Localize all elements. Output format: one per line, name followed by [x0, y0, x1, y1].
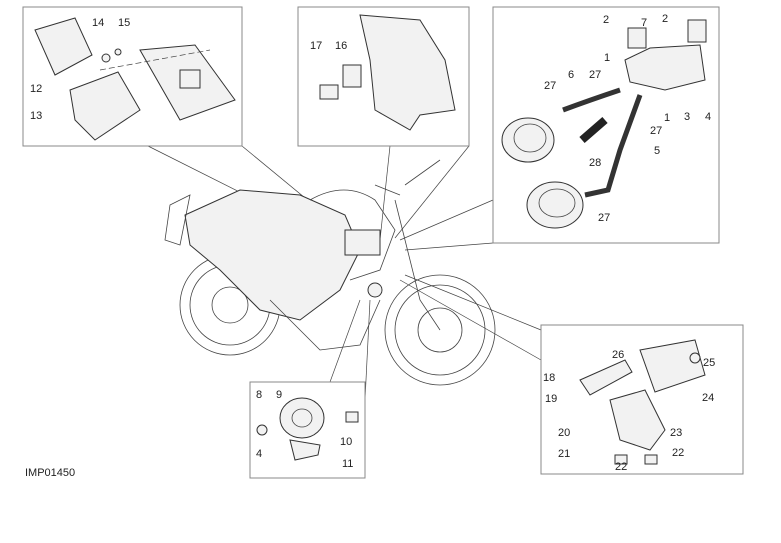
part-label: 1 — [664, 112, 670, 124]
part-label: 11 — [342, 458, 353, 470]
part-label: 22 — [615, 461, 627, 473]
part-label: 22 — [672, 447, 684, 459]
part-label: 25 — [703, 357, 715, 369]
part-label: 2 — [662, 13, 668, 25]
hose-panel — [492, 6, 720, 244]
part-label: 4 — [705, 111, 711, 123]
part-label: 23 — [670, 427, 682, 439]
part-label: 19 — [545, 393, 557, 405]
part-label: 5 — [654, 145, 660, 157]
part-label: 27 — [589, 69, 601, 81]
part-label: 15 — [118, 17, 130, 29]
part-label: 27 — [544, 80, 556, 92]
part-label: 9 — [276, 389, 282, 401]
part-label: 24 — [702, 392, 714, 404]
part-label: 13 — [30, 110, 42, 122]
regulator-panel — [540, 324, 744, 475]
part-label: 28 — [589, 157, 601, 169]
part-label: 7 — [641, 17, 647, 29]
part-label: 6 — [568, 69, 574, 81]
part-label: 4 — [256, 448, 262, 460]
part-label: 2 — [603, 14, 609, 26]
part-label: 10 — [340, 436, 352, 448]
part-label: 14 — [92, 17, 104, 29]
part-label: 27 — [598, 212, 610, 224]
diagram-code: IMP01450 — [25, 467, 75, 479]
part-label: 26 — [612, 349, 624, 361]
part-label: 8 — [256, 389, 262, 401]
horn-panel — [249, 381, 366, 479]
relay-panel — [297, 6, 470, 147]
part-label: 21 — [558, 448, 570, 460]
part-label: 3 — [684, 111, 690, 123]
part-label: 1 — [604, 52, 610, 64]
callout-lines — [147, 145, 542, 401]
part-label: 27 — [650, 125, 662, 137]
ecu-panel — [22, 6, 243, 147]
part-label: 20 — [558, 427, 570, 439]
part-label: 12 — [30, 83, 42, 95]
motorcycle-illustration — [164, 159, 496, 386]
part-label: 16 — [335, 40, 347, 52]
part-label: 17 — [310, 40, 322, 52]
part-label: 18 — [543, 372, 555, 384]
